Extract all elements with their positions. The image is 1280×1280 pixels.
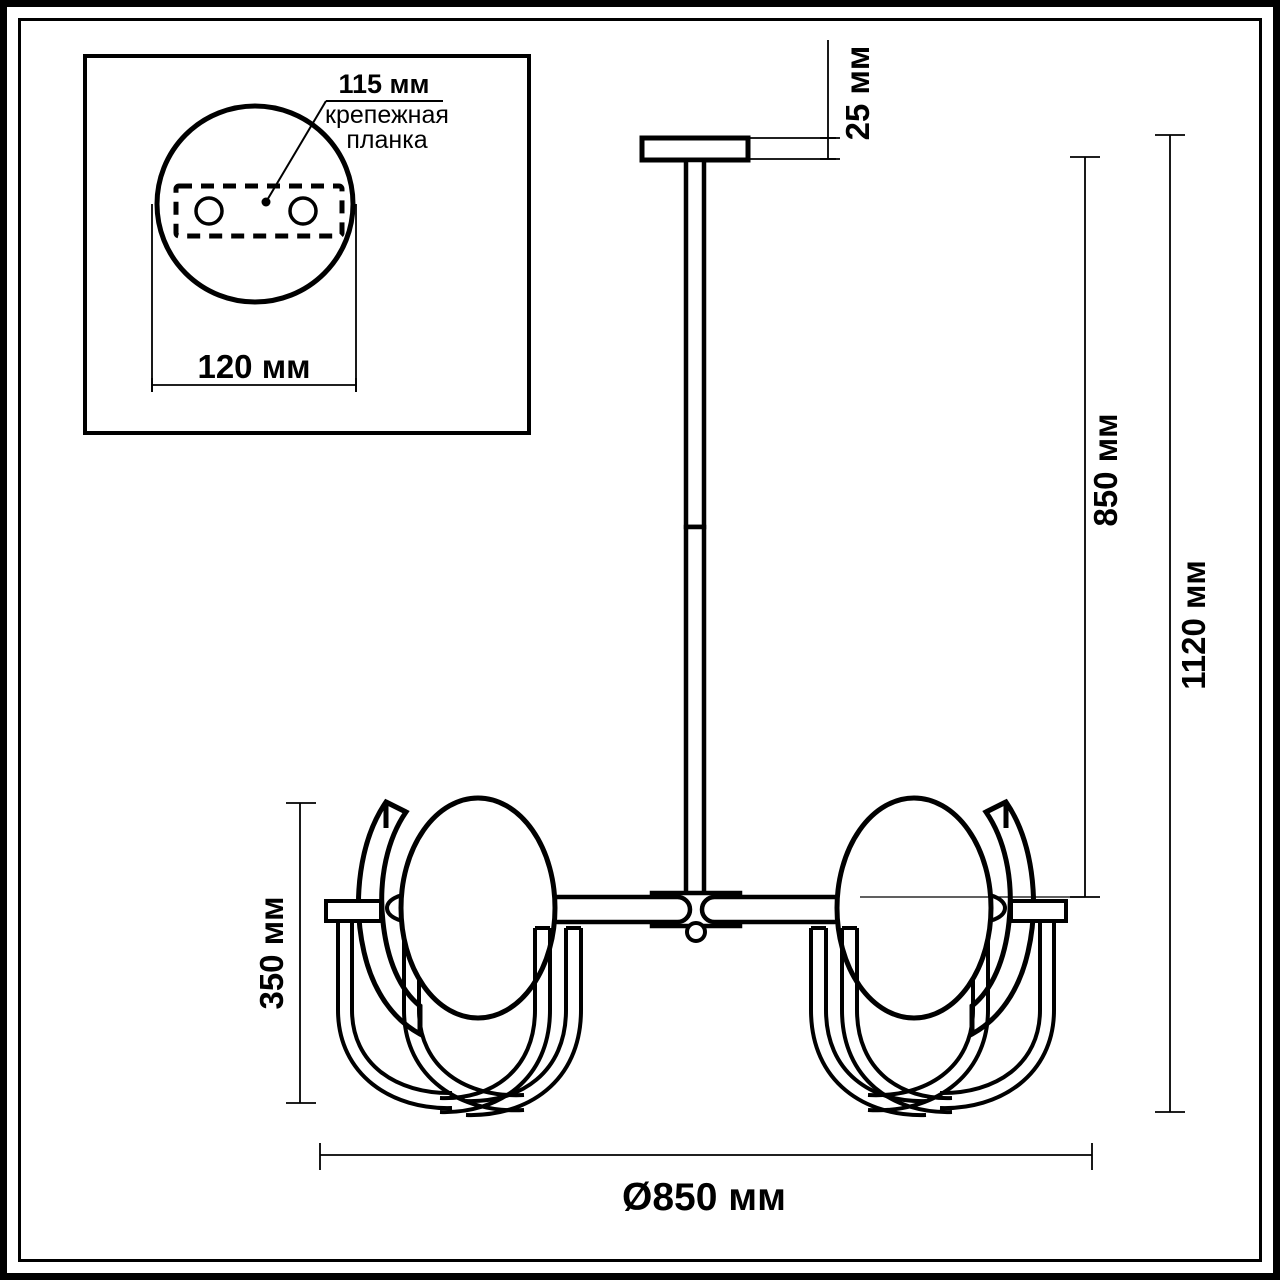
- label-25mm: 25 мм: [839, 46, 876, 141]
- lamp-cluster-left: [324, 795, 583, 1118]
- bracket-cap-left-outer: [324, 899, 383, 923]
- center-hub-knob: [685, 921, 707, 943]
- arm-curve-right-b: [867, 921, 990, 1113]
- canopy-disc: [154, 103, 356, 305]
- dimension-total-1120: [1155, 134, 1185, 1113]
- arm-curve-left-a: [336, 921, 453, 1111]
- label-diameter-850mm: Ø850 мм: [622, 1176, 786, 1219]
- horizontal-arm-left: [542, 894, 693, 925]
- arm-curve-right-a: [939, 921, 1056, 1111]
- horizontal-arm-right: [699, 894, 850, 925]
- arm-curve-right-c2: [840, 928, 953, 1115]
- arm-curve-right-b2: [867, 921, 975, 1098]
- label-350mm: 350 мм: [253, 896, 290, 1009]
- stem-upper: [683, 157, 707, 530]
- arm-curve-right-d2: [809, 928, 927, 1118]
- dimension-drop-850: [860, 156, 1100, 898]
- inset-canopy-view: [83, 54, 531, 435]
- bracket-cap-right-outer: [1009, 899, 1068, 923]
- disc-shade-left: [398, 795, 558, 1021]
- label-850mm: 850 мм: [1087, 413, 1124, 526]
- arm-curve-right-d: [824, 928, 927, 1104]
- arm-curve-left-d: [465, 928, 568, 1104]
- arm-curve-left-b: [402, 921, 525, 1113]
- arm-curve-right-a2: [939, 921, 1042, 1096]
- stem-lower: [683, 524, 707, 902]
- disc-shade-right: [834, 795, 994, 1021]
- dimension-fixture-350: [286, 802, 316, 1104]
- lamp-cluster-right: [809, 795, 1068, 1118]
- chandelier-front-view: [324, 135, 1068, 1118]
- dimension-diameter-850: [319, 1143, 1093, 1170]
- mounting-bracket-dashed: [173, 183, 345, 239]
- label-1120mm: 1120 мм: [1175, 560, 1212, 690]
- callout-leader-line: [265, 100, 327, 203]
- label-115mm: 115 мм: [338, 69, 429, 99]
- bracket-hole-left: [194, 196, 224, 226]
- label-bracket-note-line1: крепежная: [325, 101, 449, 129]
- arm-curve-left-b2: [417, 921, 525, 1098]
- arm-curve-left-c: [439, 928, 537, 1101]
- ceiling-canopy-plate: [639, 135, 751, 163]
- arm-curve-left-c2: [439, 928, 552, 1115]
- label-bracket-note-line2: планка: [346, 126, 427, 154]
- arm-curve-left-a2: [350, 921, 453, 1096]
- arm-curve-left-d2: [465, 928, 583, 1118]
- bracket-hole-right: [288, 196, 318, 226]
- label-120mm: 120 мм: [197, 348, 310, 385]
- arm-curve-right-c: [855, 928, 953, 1101]
- dimension-canopy-height: [748, 40, 840, 160]
